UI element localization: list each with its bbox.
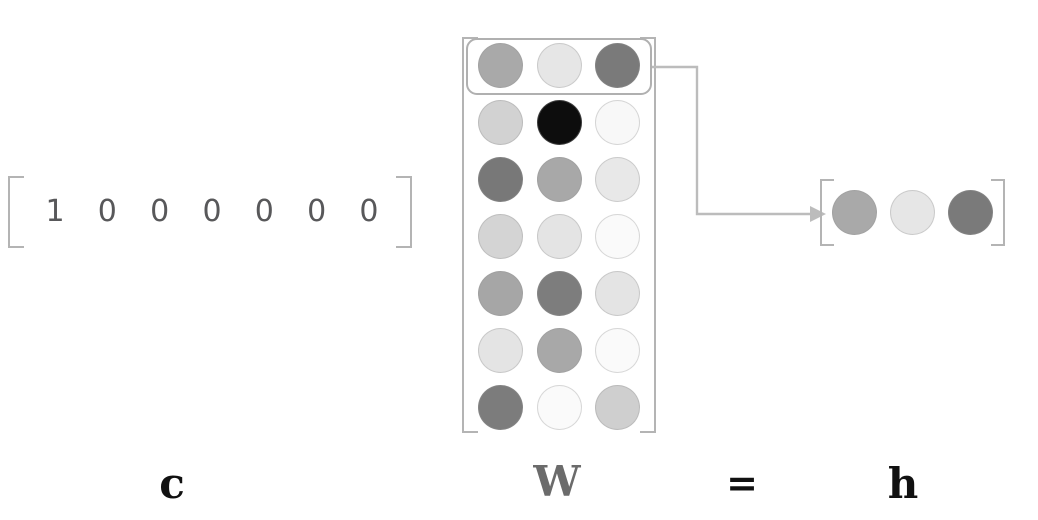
w-row [468, 270, 650, 316]
weight-matrix-w [462, 37, 656, 433]
c-digit: 1 [45, 194, 65, 229]
w-cell [478, 99, 523, 145]
w-cell [478, 156, 523, 202]
w-cell [595, 99, 640, 145]
w-cell [478, 42, 523, 88]
w-cell [595, 270, 640, 316]
w-cell [536, 99, 582, 145]
w-cell [536, 270, 582, 316]
w-cell [536, 384, 582, 430]
c-digit: 0 [97, 194, 117, 229]
w-cell [478, 213, 523, 259]
arrow-path [652, 65, 812, 216]
h-cell [890, 190, 935, 235]
w-row [468, 156, 650, 202]
w-bracket-right [640, 37, 656, 433]
w-row [468, 384, 650, 430]
h-bracket-right [991, 179, 1005, 246]
c-digit: 0 [150, 194, 170, 229]
label-equals: = [726, 460, 758, 505]
w-cell [536, 213, 582, 259]
w-row [468, 99, 650, 145]
c-digit: 0 [202, 194, 222, 229]
w-cell [478, 270, 523, 316]
w-cell [536, 42, 582, 88]
c-digit: 0 [254, 194, 274, 229]
w-cell [595, 42, 640, 88]
w-cell-grid [468, 42, 650, 430]
c-bracket-right [396, 176, 412, 248]
w-cell [478, 384, 523, 430]
w-cell [595, 327, 640, 373]
highlighted-row-box [466, 38, 652, 95]
label-w: W [533, 457, 581, 506]
w-cell [595, 156, 640, 202]
label-h: h [887, 459, 919, 508]
h-cell [832, 190, 877, 235]
c-digit-list: 1 0 0 0 0 0 0 [38, 176, 386, 248]
input-vector-c: 1 0 0 0 0 0 0 [8, 176, 412, 248]
w-row [468, 213, 650, 259]
h-cell-list [832, 179, 993, 246]
w-row [468, 42, 650, 88]
row-selection-arrow [652, 65, 826, 222]
w-cell [536, 156, 582, 202]
w-cell [595, 384, 640, 430]
w-bracket-left [462, 37, 478, 433]
w-cell [595, 213, 640, 259]
w-cell [478, 327, 523, 373]
c-bracket-left [8, 176, 24, 248]
label-c: c [159, 459, 185, 508]
h-cell [948, 190, 993, 235]
c-digit: 0 [359, 194, 379, 229]
w-row [468, 327, 650, 373]
h-bracket-left [820, 179, 834, 246]
output-vector-h [820, 179, 1005, 246]
c-digit: 0 [307, 194, 327, 229]
w-cell [536, 327, 582, 373]
